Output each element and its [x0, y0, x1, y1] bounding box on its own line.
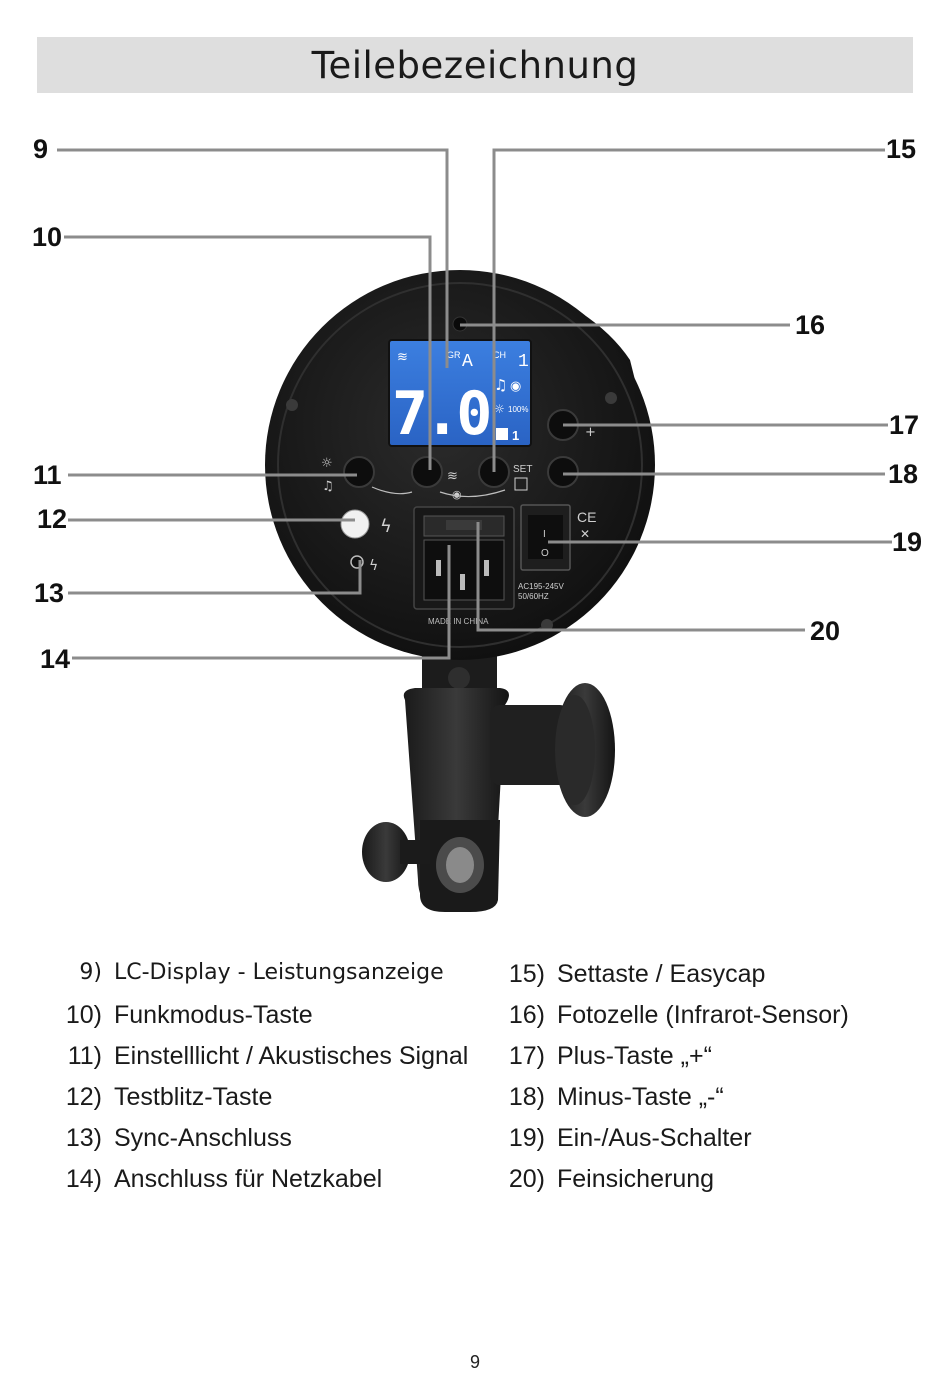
lcd-power-value: 7.0	[392, 379, 489, 449]
legend-text: Funkmodus-Taste	[114, 1001, 313, 1029]
legend-text: LC-Display - Leistungsanzeige	[114, 960, 444, 985]
lcd-slave-icon	[496, 428, 508, 440]
mounting-bracket	[362, 640, 615, 912]
legend-number: 20)	[508, 1165, 545, 1193]
set-label: SET	[513, 464, 532, 475]
legend-number: 15)	[508, 960, 545, 988]
legend-item: 10) Funkmodus-Taste	[60, 1001, 468, 1042]
legend-item: 16) Fotozelle (Infrarot-Sensor)	[503, 1001, 849, 1042]
legend-item: 11) Einstelllicht / Akustisches Signal	[60, 1042, 469, 1083]
switch-off-label: O	[541, 548, 549, 559]
control-buttons: ☼ ♫ ≋ SET ◉ + –	[321, 409, 596, 501]
callout-15: 15	[886, 134, 916, 164]
callout-18: 18	[888, 459, 918, 489]
switch-on-label: I	[543, 529, 546, 540]
lcd-wifi-icon: ≋	[397, 350, 408, 365]
legend-number: 10)	[65, 1001, 102, 1029]
power-switch-panel: I O CE ✕ AC195-245V 50/60HZ	[518, 504, 596, 601]
legend-item: 9) LC-Display - Leistungsanzeige	[60, 960, 468, 1001]
studio-flash-diagram: ≋ GR A CH 1 7.0 ♫ ◉ ☼ 100% 1 ☼ ♫ ≋ SET ◉…	[32, 134, 922, 912]
lcd-slave-value: 1	[512, 428, 519, 443]
legend-item: 17) Plus-Taste „+“	[503, 1042, 849, 1083]
test-flash-button[interactable]	[340, 509, 370, 539]
legend-text: Minus-Taste „-“	[557, 1083, 724, 1111]
lcd-group-value: A	[462, 352, 473, 372]
eye-icon: ◉	[452, 488, 462, 501]
legend-number: 17)	[508, 1042, 545, 1070]
legend-item: 13) Sync-Anschluss	[60, 1124, 468, 1165]
lcd-group-label: GR	[447, 350, 461, 360]
page-title: Teilebezeichnung	[311, 43, 639, 87]
callout-20: 20	[810, 616, 840, 646]
legend-number: 16)	[508, 1001, 545, 1029]
legend-item: 20) Feinsicherung	[503, 1165, 849, 1206]
wireless-mode-button[interactable]	[411, 456, 443, 488]
legend-item: 19) Ein-/Aus-Schalter	[503, 1124, 849, 1165]
lcd-percent: 100%	[508, 405, 528, 414]
made-in-label: MADE IN CHINA	[428, 617, 489, 626]
legend-item: 18) Minus-Taste „-“	[503, 1083, 849, 1124]
legend-item: 12) Testblitz-Taste	[60, 1083, 468, 1124]
legend-number: 14)	[65, 1165, 102, 1193]
lcd-display: ≋ GR A CH 1 7.0 ♫ ◉ ☼ 100% 1	[388, 339, 532, 449]
page-number: 9	[469, 1352, 480, 1372]
flash-bolt-icon: ϟ	[380, 516, 392, 537]
callout-16: 16	[795, 310, 825, 340]
buzzer-icon: ♫	[322, 479, 334, 494]
legend-text: Testblitz-Taste	[114, 1083, 273, 1111]
lcd-channel-label: CH	[493, 350, 506, 360]
easycap-icon	[514, 477, 528, 491]
legend-text: Anschluss für Netzkabel	[114, 1165, 383, 1193]
parts-legend-right: 15) Settaste / Easycap 16) Fotozelle (Infr…	[503, 960, 849, 1206]
parts-legend-left: 9) LC-Display - Leistungsanzeige 10) Funkm…	[60, 960, 468, 1206]
leader-lines	[57, 148, 892, 660]
wireless-icon: ≋	[447, 469, 458, 484]
legend-text: Ein-/Aus-Schalter	[557, 1124, 752, 1152]
callout-17: 17	[889, 410, 919, 440]
lcd-music-icon: ♫	[494, 376, 507, 394]
ce-mark: CE	[577, 509, 596, 525]
legend-number: 13)	[65, 1124, 102, 1152]
callout-10: 10	[32, 222, 62, 252]
legend-number: 19)	[508, 1124, 545, 1152]
plus-sign-icon: +	[585, 425, 596, 440]
legend-text: Einstelllicht / Akustisches Signal	[114, 1042, 469, 1070]
legend-number: 18)	[508, 1083, 545, 1111]
sync-bolt-icon: ϟ	[369, 558, 378, 574]
callout-19: 19	[892, 527, 922, 557]
page-title-bar: Teilebezeichnung	[37, 37, 913, 93]
legend-text: Sync-Anschluss	[114, 1124, 292, 1152]
lcd-channel-value: 1	[518, 352, 529, 372]
callout-13: 13	[34, 578, 64, 608]
fuse-holder[interactable]	[446, 520, 482, 530]
voltage-rating: AC195-245V	[518, 582, 564, 591]
legend-text: Plus-Taste „+“	[557, 1042, 712, 1070]
minus-button[interactable]	[547, 456, 579, 488]
modeling-light-icon: ☼	[321, 456, 333, 471]
legend-text: Fotozelle (Infrarot-Sensor)	[557, 1001, 849, 1029]
power-socket: MADE IN CHINA	[413, 506, 515, 626]
legend-text: Feinsicherung	[557, 1165, 715, 1193]
legend-item: 15) Settaste / Easycap	[503, 960, 849, 1001]
weee-icon: ✕	[580, 527, 590, 541]
legend-number: 11)	[67, 1042, 102, 1070]
frequency-rating: 50/60HZ	[518, 592, 549, 601]
legend-number: 12)	[65, 1083, 102, 1111]
modeling-light-button[interactable]	[343, 456, 375, 488]
callout-14: 14	[40, 644, 70, 674]
legend-item: 14) Anschluss für Netzkabel	[60, 1165, 468, 1206]
callout-12: 12	[37, 504, 67, 534]
lcd-sun-icon: ☼	[494, 402, 505, 416]
legend-text: Settaste / Easycap	[557, 960, 766, 988]
callout-9: 9	[33, 134, 48, 164]
callout-11: 11	[33, 460, 62, 490]
lcd-eye-icon: ◉	[510, 379, 521, 394]
legend-number: 9)	[79, 960, 102, 985]
